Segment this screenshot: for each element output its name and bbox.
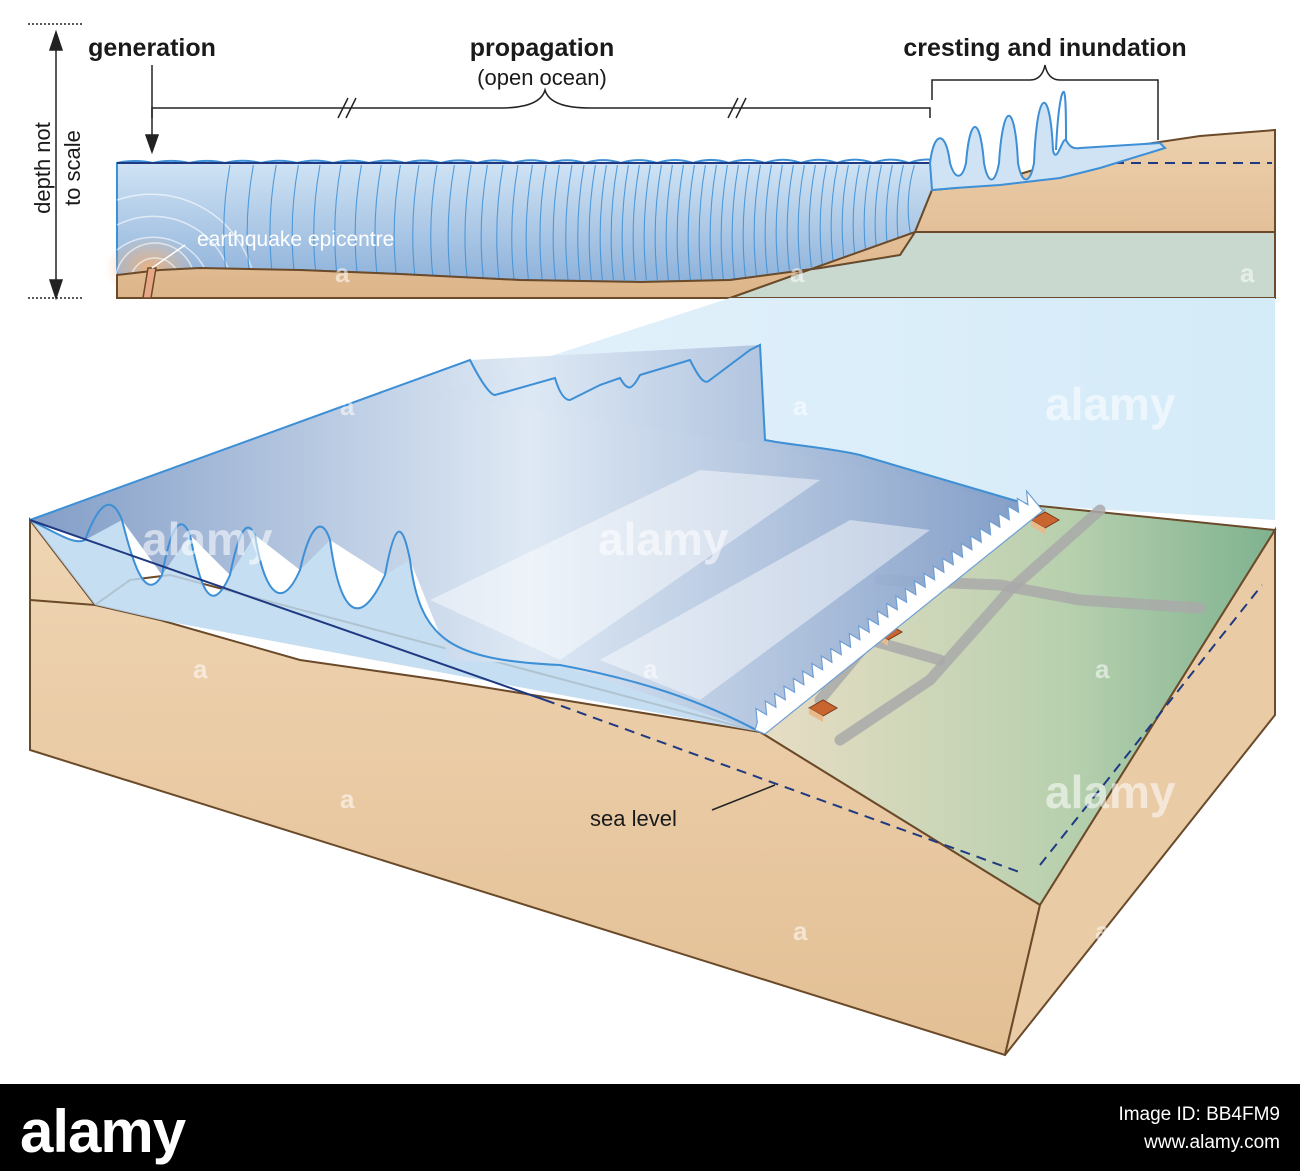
label-propagation: propagation [470,34,614,62]
cross-section [28,24,1275,300]
label-sea-level: sea level [590,806,677,831]
watermark-brand: alamy [142,513,273,565]
ocean-cross-section [117,163,940,282]
watermark-brand: alamy [1045,378,1176,430]
footer-bar [0,1084,1300,1171]
watermark-mark: a [1095,916,1110,946]
label-generation: generation [88,34,216,62]
footer-image-id: Image ID: BB4FM9 [1118,1104,1280,1125]
watermark-mark: a [340,391,355,421]
watermark-mark: a [193,654,208,684]
watermark-brand: alamy [1045,766,1176,818]
label-cresting: cresting and inundation [903,34,1186,62]
watermark-mark: a [790,258,805,288]
watermark-mark: a [793,391,808,421]
label-depth-line1: depth not [30,122,55,214]
watermark-mark: a [340,784,355,814]
watermark-mark: a [1095,654,1110,684]
watermark-brand: alamy [598,513,729,565]
propagation-brace [152,90,930,118]
watermark-mark: a [1240,258,1255,288]
label-epicentre: earthquake epicentre [197,228,394,251]
label-depth-line2: to scale [60,130,85,206]
footer-logo: alamy [20,1098,187,1165]
watermark-mark: a [643,654,658,684]
footer-site: www.alamy.com [1143,1132,1280,1153]
watermark-mark: a [335,258,350,288]
label-open-ocean: (open ocean) [477,65,607,90]
watermark-mark: a [793,916,808,946]
